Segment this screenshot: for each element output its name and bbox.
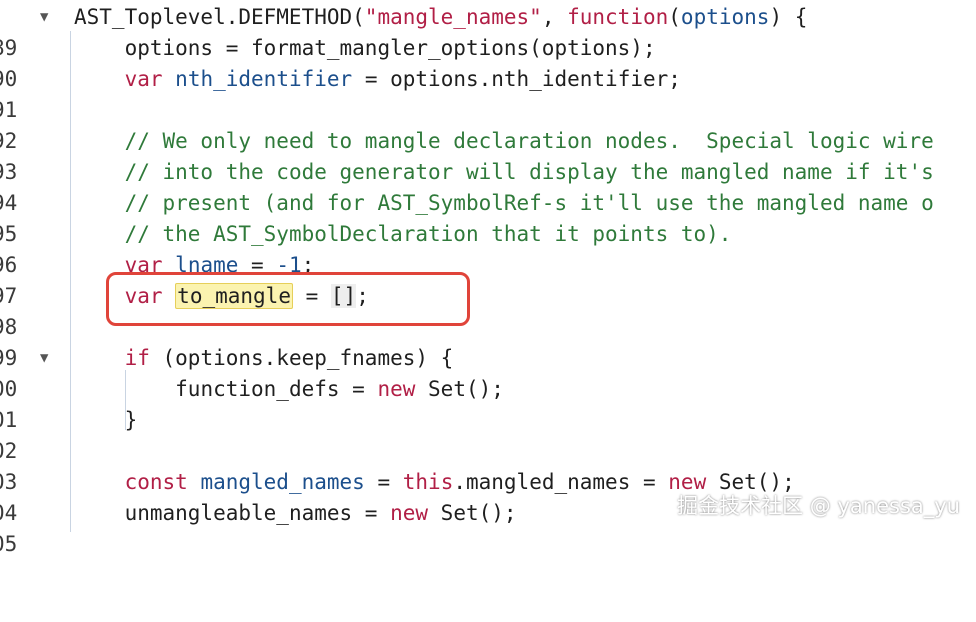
code-line: 03: [0, 436, 976, 494]
line-number: 97: [0, 284, 18, 308]
line-number: 01: [0, 408, 18, 432]
code-line: 90 options = format_mangler_options(opti…: [0, 33, 976, 91]
code-line: 00 ▼ if (options.keep_fnames) {: [0, 343, 976, 401]
line-number: 89: [0, 36, 18, 60]
code-line: 95 // present (and for AST_SymbolRef-s i…: [0, 188, 976, 246]
code-line: 91 var nth_identifier = options.nth_iden…: [0, 64, 976, 122]
code-line: 89 ▼ AST_Toplevel.DEFMETHOD("mangle_name…: [0, 2, 976, 60]
code-line: 96 // the AST_SymbolDeclaration that it …: [0, 219, 976, 277]
fold-arrow-icon[interactable]: ▼: [40, 350, 49, 366]
line-number: 96: [0, 253, 18, 277]
code-line: 05 unmangleable_names = new Set();: [0, 498, 976, 556]
line-number: 02: [0, 439, 18, 463]
line-number: 94: [0, 191, 18, 215]
highlighted-identifier[interactable]: to_mangle: [175, 283, 293, 309]
code-line: 92: [0, 95, 976, 153]
indent-guide: [70, 31, 71, 532]
watermark: 掘金技术社区 @ yanessa_yu: [677, 494, 960, 518]
code-editor[interactable]: 89 ▼ AST_Toplevel.DEFMETHOD("mangle_name…: [0, 0, 976, 556]
code-line: 99: [0, 312, 976, 370]
line-number: 04: [0, 501, 18, 525]
line-number: 00: [0, 377, 18, 401]
line-number: 03: [0, 470, 18, 494]
annotation-highlight-box: [106, 272, 470, 326]
line-number: 90: [0, 67, 18, 91]
code-line: 04 const mangled_names = this.mangled_na…: [0, 467, 976, 525]
code-line: 01 function_defs = new Set();: [0, 374, 976, 432]
indent-guide-inner: [125, 370, 126, 430]
code-line: 94 // into the code generator will displ…: [0, 157, 976, 215]
line-number: 99: [0, 346, 18, 370]
line-number: 05: [0, 532, 18, 556]
line-number: 91: [0, 98, 18, 122]
fold-arrow-icon[interactable]: ▼: [40, 9, 49, 25]
line-number: 95: [0, 222, 18, 246]
code-line: 98 var to_mangle = [];: [0, 281, 976, 339]
line-number: 92: [0, 129, 18, 153]
line-number: 93: [0, 160, 18, 184]
code-line: 93 // We only need to mangle declaration…: [0, 126, 976, 184]
code-line: 02 }: [0, 405, 976, 463]
line-number: 98: [0, 315, 18, 339]
